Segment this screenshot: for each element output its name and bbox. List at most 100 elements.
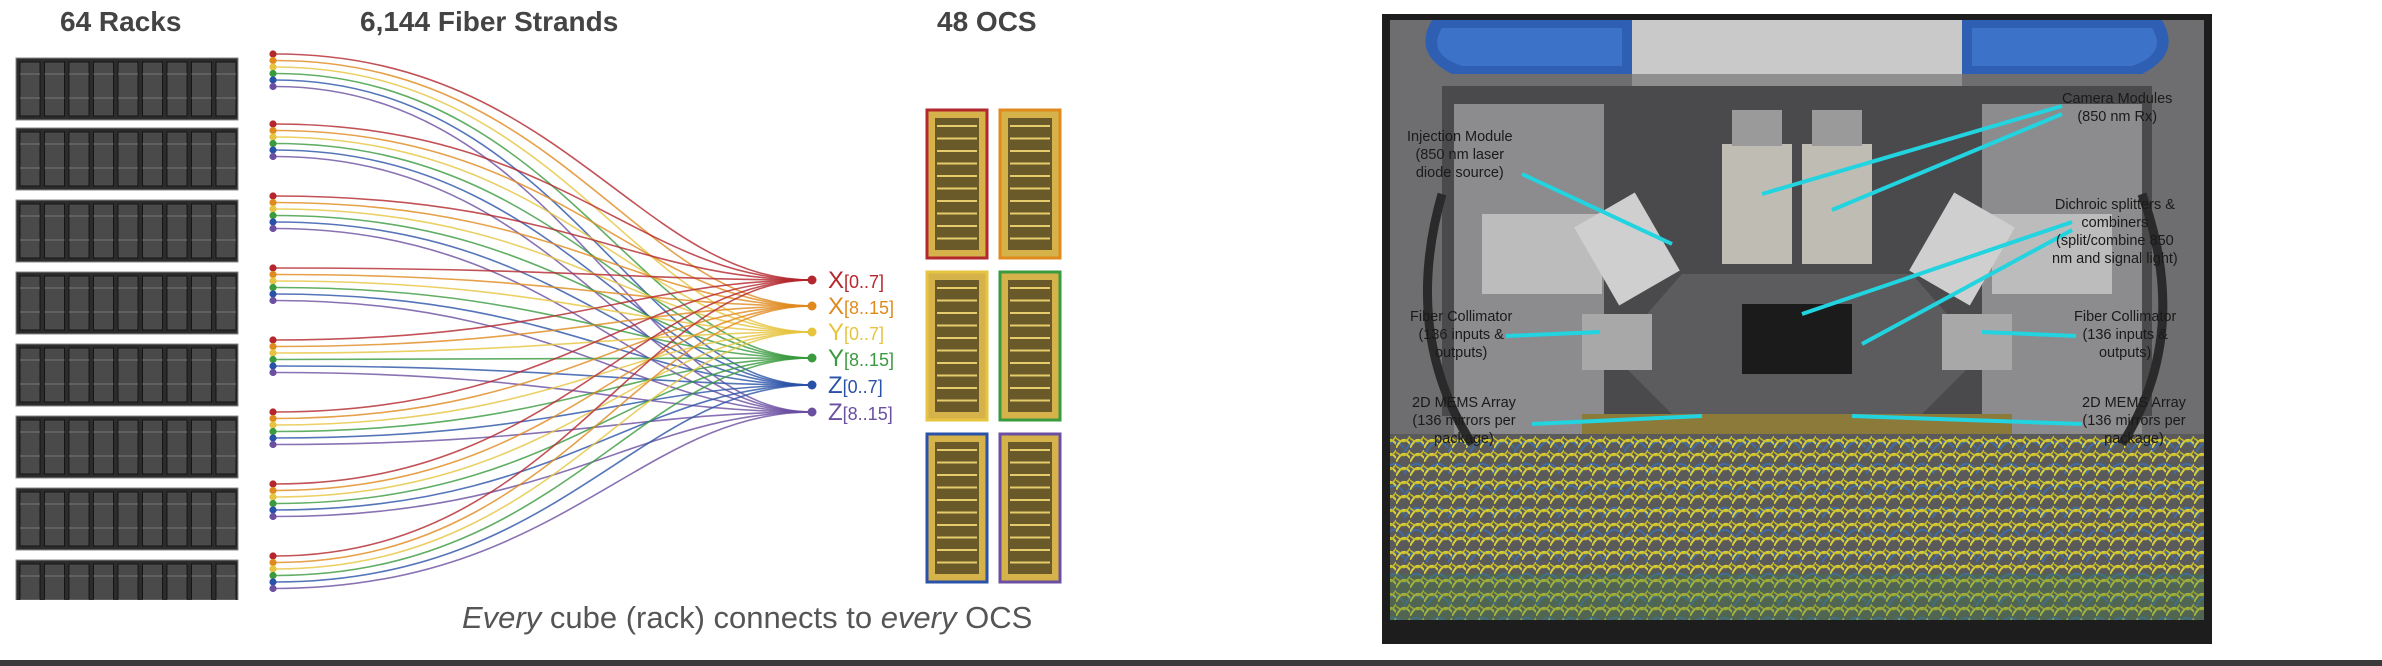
fiber-start-dot bbox=[269, 408, 277, 416]
fiber-start-dot bbox=[269, 192, 277, 200]
fiber-strand bbox=[274, 129, 813, 307]
fiber-start-dot bbox=[269, 152, 277, 161]
callout-pointer bbox=[1861, 228, 2073, 346]
ocs-photo-panel: Injection Module (850 nm laser diode sou… bbox=[1382, 14, 2212, 644]
fiber-start-dot bbox=[269, 264, 277, 272]
fiber-start-dot bbox=[269, 414, 277, 423]
dimension-end-dot bbox=[807, 380, 817, 390]
fiber-strand bbox=[274, 384, 813, 511]
dimension-end-dot bbox=[807, 301, 817, 311]
fiber-start-dot bbox=[269, 69, 277, 78]
diagram-canvas: X[0..7]X[8..15]Y[0..7]Y[8..15]Z[0..7]Z[8… bbox=[15, 50, 1062, 600]
dimension-end-dot bbox=[807, 275, 817, 285]
fiber-start-dot bbox=[269, 133, 277, 141]
fiber-strand bbox=[274, 305, 813, 348]
fiber-topology-diagram: 64 Racks 6,144 Fiber Strands 48 OCS X[0.… bbox=[0, 0, 1140, 660]
callout-mems-array-left: 2D MEMS Array (136 mirrors per package) bbox=[1412, 395, 1516, 447]
callout-pointer bbox=[1801, 220, 2073, 316]
fiber-start-dot bbox=[269, 277, 277, 285]
dimension-label: X[8..15] bbox=[828, 293, 894, 320]
fiber-start-dot bbox=[269, 336, 277, 344]
caption-middle: cube (rack) connects to bbox=[541, 600, 881, 635]
fiber-start-dot bbox=[269, 421, 277, 429]
callout-pointer bbox=[1531, 414, 1703, 426]
callout-mems-array-right: 2D MEMS Array (136 mirrors per package) bbox=[2082, 395, 2186, 447]
fiber-start-dot bbox=[269, 139, 277, 148]
fiber-start-dot bbox=[269, 486, 277, 495]
fiber-strand bbox=[274, 59, 813, 307]
ocs-unit bbox=[998, 108, 1062, 260]
callout-pointer bbox=[1851, 414, 2083, 426]
fiber-start-dot bbox=[269, 76, 277, 84]
fiber-strand bbox=[274, 53, 813, 281]
fiber-strand bbox=[274, 331, 813, 354]
fiber-strand bbox=[274, 155, 813, 413]
fiber-start-dot bbox=[269, 56, 277, 65]
fiber-start-dot bbox=[269, 120, 277, 128]
rack bbox=[15, 415, 239, 479]
fiber-strand bbox=[274, 123, 813, 281]
fiber-strand bbox=[274, 293, 813, 386]
fiber-strand bbox=[274, 365, 813, 386]
fiber-strand bbox=[274, 331, 813, 426]
fiber-strand bbox=[274, 331, 813, 570]
fiber-strand bbox=[274, 79, 813, 386]
fiber-start-dot bbox=[269, 362, 277, 370]
rack bbox=[15, 199, 239, 263]
fiber-start-dot bbox=[269, 126, 277, 135]
fiber-start-dot bbox=[269, 50, 277, 58]
fiber-start-dot bbox=[269, 571, 277, 580]
fiber-start-dot bbox=[269, 355, 277, 364]
fiber-start-dot bbox=[269, 218, 277, 226]
fiber-strand bbox=[274, 280, 813, 333]
fiber-strand bbox=[274, 299, 813, 413]
fiber-strand bbox=[274, 208, 813, 333]
fiber-strand bbox=[274, 72, 813, 359]
fiber-strand bbox=[274, 279, 813, 557]
fiber-start-dot bbox=[269, 63, 277, 71]
fiber-start-dot bbox=[269, 146, 277, 154]
ocs-photo bbox=[1382, 14, 2212, 644]
caption-word-every-2: every bbox=[880, 600, 957, 635]
fiber-strand bbox=[274, 227, 813, 413]
dimension-label: Z[0..7] bbox=[828, 372, 883, 399]
fiber-strand bbox=[274, 384, 813, 439]
fiber-strand bbox=[274, 305, 813, 564]
fiber-strand bbox=[274, 411, 813, 518]
fiber-start-dot bbox=[269, 283, 277, 292]
rack bbox=[15, 559, 239, 600]
fiber-start-dot bbox=[269, 512, 277, 521]
fiber-start-dot bbox=[269, 211, 277, 220]
fiber-strand bbox=[274, 273, 813, 307]
callout-pointer bbox=[1761, 104, 2063, 196]
fiber-start-dot bbox=[269, 342, 277, 351]
rack bbox=[15, 487, 239, 551]
fiber-strand bbox=[274, 305, 813, 492]
dimension-end-dot bbox=[807, 353, 817, 363]
fiber-start-dot bbox=[269, 434, 277, 442]
callout-fiber-collimator-left: Fiber Collimator (136 inputs & outputs) bbox=[1410, 309, 1513, 361]
fiber-start-dot bbox=[269, 198, 277, 207]
fiber-strand bbox=[274, 66, 813, 333]
bottom-border bbox=[0, 660, 2382, 666]
ocs-unit bbox=[998, 270, 1062, 422]
dimension-end-dot bbox=[807, 407, 817, 417]
dimension-label: Y[8..15] bbox=[828, 345, 894, 372]
fiber-start-dot bbox=[269, 578, 277, 586]
fiber-strand bbox=[274, 85, 813, 413]
fiber-strand bbox=[274, 305, 813, 420]
fiber-strand bbox=[274, 136, 813, 333]
dimension-label: Z[8..15] bbox=[828, 399, 893, 426]
fiber-strand bbox=[274, 371, 813, 413]
rack bbox=[15, 271, 239, 335]
fiber-strand bbox=[274, 201, 813, 307]
callout-pointer bbox=[1831, 112, 2063, 212]
fiber-start-dot bbox=[269, 270, 277, 279]
ocs-unit bbox=[925, 270, 989, 422]
fiber-strand bbox=[274, 279, 813, 413]
fiber-start-dot bbox=[269, 349, 277, 357]
fiber-start-dot bbox=[269, 82, 277, 91]
fiber-strand bbox=[274, 357, 813, 433]
fiber-strand bbox=[274, 357, 813, 505]
fiber-strand bbox=[274, 214, 813, 359]
